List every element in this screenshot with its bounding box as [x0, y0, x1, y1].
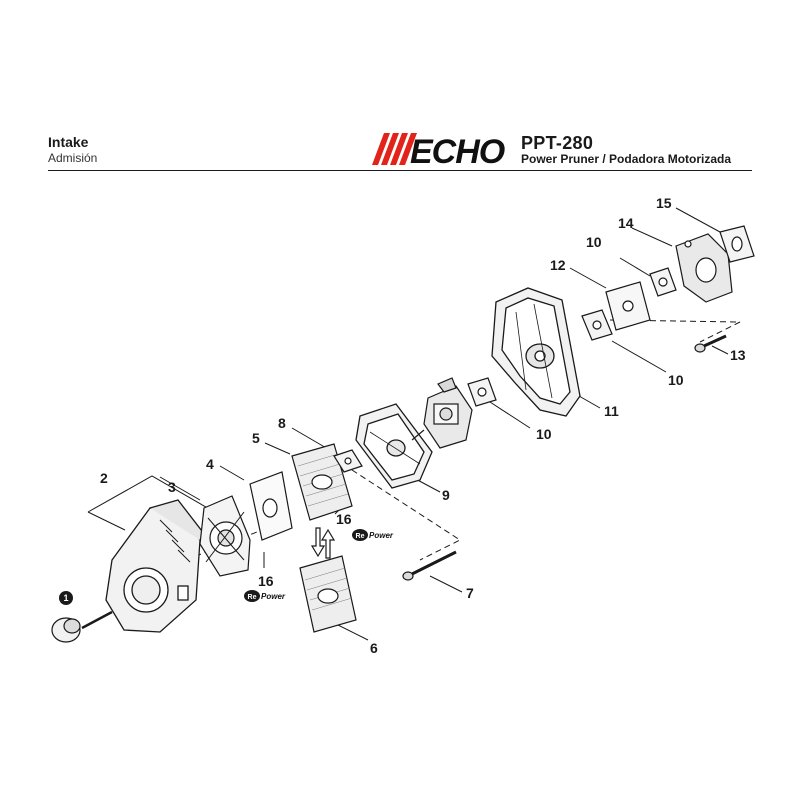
part-7-bolt	[402, 550, 457, 581]
part-3-filter-grid	[199, 495, 251, 577]
part-8-gasket	[333, 449, 363, 473]
swap-arrows	[310, 527, 336, 559]
callout-10-lower: 10	[536, 426, 552, 442]
callout-11: 11	[604, 403, 619, 419]
part-13-bolt	[694, 334, 727, 353]
svg-text:Re: Re	[248, 594, 257, 601]
callout-15: 15	[656, 195, 672, 211]
callout-13: 13	[730, 347, 746, 363]
logo-stripes	[372, 133, 417, 165]
svg-text:Re: Re	[356, 533, 365, 540]
header-divider	[48, 170, 752, 171]
repower-badge-lower: Re Power	[244, 590, 286, 602]
callout-1: 1	[59, 591, 73, 605]
repower-badge-upper: Re Power	[352, 529, 394, 541]
part-1-cover-knob	[51, 610, 113, 643]
leader-lines	[87, 207, 729, 641]
part-4-pre-filter	[249, 471, 293, 541]
callout-7: 7	[466, 585, 474, 601]
callout-8: 8	[278, 415, 286, 431]
part-14-intake-adapter	[675, 233, 733, 303]
callout-6: 6	[370, 640, 378, 656]
part-10-gasket-lower	[467, 377, 497, 407]
part-9-air-cleaner-case	[355, 403, 433, 489]
carburetor	[411, 377, 473, 449]
model-number: PPT-280	[521, 133, 594, 153]
callout-12: 12	[550, 257, 566, 273]
callout-4: 4	[206, 456, 214, 472]
callout-14: 14	[618, 215, 634, 231]
echo-logo: ECHO	[372, 133, 506, 167]
callout-16-lower: 16	[258, 573, 274, 589]
part-12-insulator	[605, 281, 651, 331]
svg-text:Power: Power	[261, 592, 286, 601]
callout-2: 2	[100, 470, 108, 486]
part-10-gasket-middle	[581, 309, 613, 341]
part-15-gasket	[719, 225, 755, 263]
page-title: Intake	[48, 134, 89, 150]
callout-16-upper: 16	[336, 511, 352, 527]
logo-wordmark: ECHO	[410, 133, 505, 167]
part-5-air-filter	[291, 443, 353, 521]
callout-5: 5	[252, 430, 260, 446]
part-2-air-cleaner-cover	[105, 499, 206, 633]
product-name: Power Pruner / Podadora Motorizada	[521, 152, 732, 166]
part-10-gasket-upper	[649, 267, 677, 297]
callout-9: 9	[442, 487, 450, 503]
callout-10-upper: 10	[586, 234, 602, 250]
svg-text:1: 1	[63, 593, 68, 603]
page-subtitle: Admisión	[48, 151, 98, 165]
callout-3: 3	[168, 479, 176, 495]
svg-text:Power: Power	[369, 531, 394, 540]
callout-10-middle: 10	[668, 372, 684, 388]
part-11-air-cleaner-bracket	[491, 287, 581, 417]
part-6-air-filter	[299, 555, 357, 633]
